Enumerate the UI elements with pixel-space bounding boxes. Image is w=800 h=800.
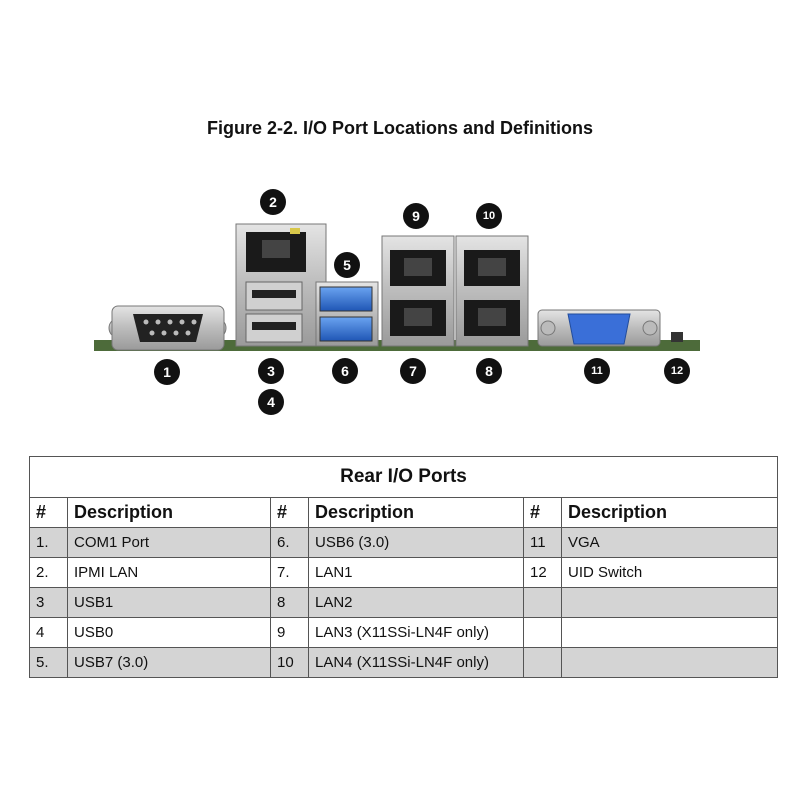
- table-cell: 10: [270, 647, 309, 678]
- vga-port-graphic: [537, 309, 661, 347]
- table-cell: UID Switch: [561, 557, 778, 588]
- table-cell: LAN3 (X11SSi-LN4F only): [308, 617, 524, 648]
- callout-8: 8: [476, 358, 502, 384]
- table-cell: 4: [29, 617, 68, 648]
- column-header: #: [523, 497, 562, 528]
- table-caption: Rear I/O Ports: [29, 456, 778, 498]
- rear-io-panel-illustration: [94, 223, 700, 351]
- table-cell: 11: [523, 527, 562, 558]
- table-cell: 1.: [29, 527, 68, 558]
- table-cell: [523, 647, 562, 678]
- table-cell: [561, 617, 778, 648]
- column-header: Description: [561, 497, 778, 528]
- table-cell: [561, 647, 778, 678]
- figure-title: Figure 2-2. I/O Port Locations and Defin…: [206, 118, 594, 138]
- table-cell: VGA: [561, 527, 778, 558]
- callout-4: 4: [258, 389, 284, 415]
- table-cell: LAN2: [308, 587, 524, 618]
- table-row: 1. COM1 Port 6. USB6 (3.0) 11 VGA: [29, 527, 778, 558]
- callout-10: 10: [476, 203, 502, 229]
- callout-6: 6: [332, 358, 358, 384]
- table-cell: [561, 587, 778, 618]
- lan-block-left-graphic: [381, 235, 455, 347]
- table-cell: 9: [270, 617, 309, 648]
- table-cell: LAN1: [308, 557, 524, 588]
- table-cell: 3: [29, 587, 68, 618]
- column-header: #: [29, 497, 68, 528]
- column-header: Description: [308, 497, 524, 528]
- table-cell: 2.: [29, 557, 68, 588]
- table-cell: 8: [270, 587, 309, 618]
- table-row: 4 USB0 9 LAN3 (X11SSi-LN4F only): [29, 617, 778, 648]
- table-cell: 5.: [29, 647, 68, 678]
- callout-9: 9: [403, 203, 429, 229]
- rear-io-ports-table: Rear I/O Ports # Description # Descripti…: [29, 456, 778, 678]
- table-cell: [523, 617, 562, 648]
- table-cell: USB0: [67, 617, 271, 648]
- callout-3: 3: [258, 358, 284, 384]
- usb3-stack-graphic: [315, 281, 379, 347]
- callout-1: 1: [154, 359, 180, 385]
- uid-switch-graphic: [671, 332, 683, 342]
- lan-block-right-graphic: [455, 235, 529, 347]
- table-cell: [523, 587, 562, 618]
- table-cell: 7.: [270, 557, 309, 588]
- ipmi-usb-stack-graphic: [235, 223, 327, 347]
- callout-5: 5: [334, 252, 360, 278]
- column-header: #: [270, 497, 309, 528]
- callout-12: 12: [664, 358, 690, 384]
- com1-port-graphic: [108, 305, 227, 351]
- table-header-row: # Description # Description # Descriptio…: [29, 497, 778, 528]
- table-row: 5. USB7 (3.0) 10 LAN4 (X11SSi-LN4F only): [29, 647, 778, 678]
- callout-7: 7: [400, 358, 426, 384]
- callout-2: 2: [260, 189, 286, 215]
- table-cell: USB1: [67, 587, 271, 618]
- table-cell: LAN4 (X11SSi-LN4F only): [308, 647, 524, 678]
- table-cell: USB7 (3.0): [67, 647, 271, 678]
- table-cell: USB6 (3.0): [308, 527, 524, 558]
- column-header: Description: [67, 497, 271, 528]
- table-row: 2. IPMI LAN 7. LAN1 12 UID Switch: [29, 557, 778, 588]
- table-cell: 12: [523, 557, 562, 588]
- table-cell: COM1 Port: [67, 527, 271, 558]
- table-cell: IPMI LAN: [67, 557, 271, 588]
- table-cell: 6.: [270, 527, 309, 558]
- callout-11: 11: [584, 358, 610, 384]
- table-row: 3 USB1 8 LAN2: [29, 587, 778, 618]
